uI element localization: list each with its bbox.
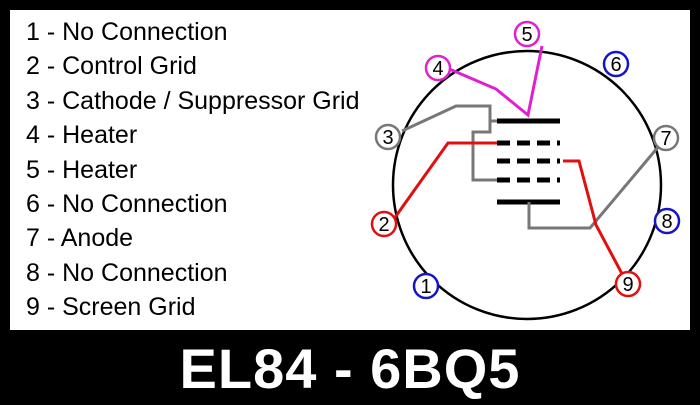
pin-7: 7 [652, 124, 680, 152]
heater-wire [446, 45, 544, 118]
svg-text:4: 4 [432, 58, 443, 80]
control-grid-wire [389, 141, 497, 224]
pin-legend: 1 - No Connection 2 - Control Grid 3 - C… [26, 15, 360, 325]
pin-legend-item-9: 9 - Screen Grid [26, 293, 196, 322]
pin-legend-item-4: 4 - Heater [26, 121, 138, 150]
pin-1: 1 [412, 272, 440, 300]
svg-text:2: 2 [378, 214, 389, 236]
pin-8: 8 [653, 207, 681, 235]
pin-2: 2 [370, 210, 398, 238]
pinout-panel [10, 10, 690, 330]
pin-3: 3 [374, 123, 402, 151]
svg-text:5: 5 [521, 24, 532, 46]
pin-legend-item-6: 6 - No Connection [26, 190, 228, 219]
pin-5: 5 [513, 20, 541, 48]
svg-text:8: 8 [661, 211, 672, 233]
svg-text:1: 1 [420, 276, 431, 298]
svg-text:3: 3 [382, 127, 393, 149]
pin-legend-item-5: 5 - Heater [26, 155, 138, 184]
pin-legend-item-2: 2 - Control Grid [26, 52, 197, 81]
electrodes [497, 118, 560, 205]
suppressor-wire [471, 121, 497, 182]
screen-grid-wire [563, 159, 630, 286]
pin-legend-item-3: 3 - Cathode / Suppressor Grid [26, 86, 360, 115]
socket-outline [391, 49, 663, 321]
pin-6: 6 [602, 50, 630, 78]
pin-legend-item-7: 7 - Anode [26, 224, 134, 253]
svg-text:6: 6 [610, 54, 621, 76]
pin-9: 9 [614, 270, 642, 298]
anode-wire [527, 139, 666, 230]
tube-title: EL84 - 6BQ5 [179, 337, 521, 400]
pin-4: 4 [424, 54, 452, 82]
pin-legend-item-8: 8 - No Connection [26, 258, 228, 287]
pin-legend-item-1: 1 - No Connection [26, 18, 228, 46]
cathode-wire [401, 104, 497, 133]
svg-text:7: 7 [660, 128, 671, 150]
svg-text:9: 9 [622, 274, 633, 296]
grid-lines [497, 140, 560, 183]
